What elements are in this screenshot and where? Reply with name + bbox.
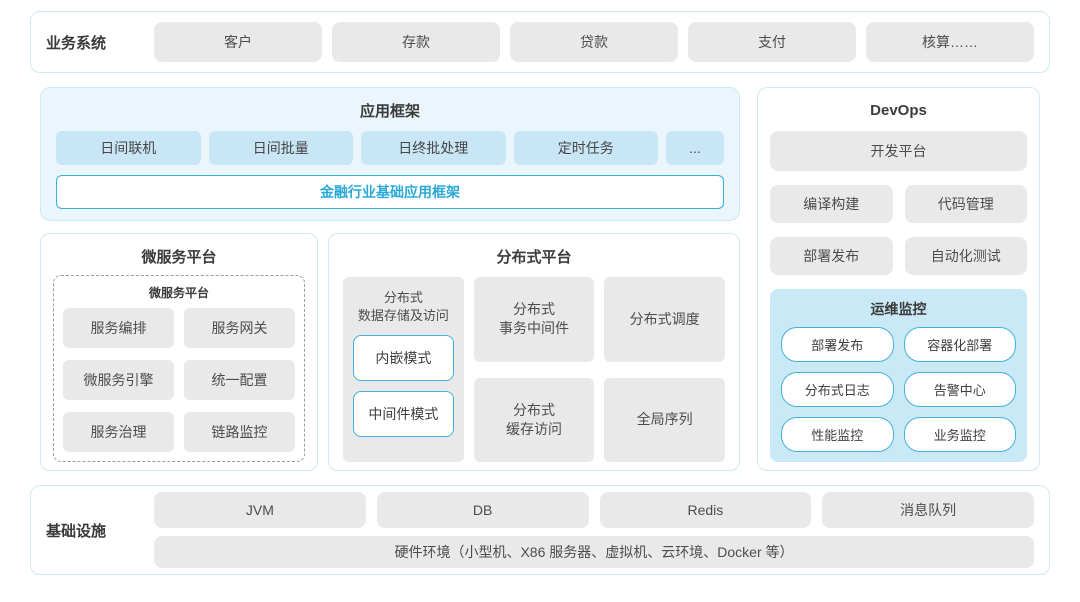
tool-deploy: 部署发布: [770, 237, 893, 275]
micro-item-engine: 微服务引擎: [63, 360, 174, 400]
dev-platform-box: 开发平台: [770, 131, 1027, 171]
monitor-alert-center: 告警中心: [903, 372, 1016, 407]
infra-mq: 消息队列: [822, 492, 1034, 528]
micro-item-tracing: 链路监控: [184, 412, 295, 452]
business-item-deposit: 存款: [332, 22, 500, 62]
storage-middleware-mode: 中间件模式: [353, 391, 454, 438]
infrastructure-label: 基础设施: [46, 522, 107, 540]
storage-title-line1: 分布式: [383, 290, 423, 305]
business-item-accounting: 核算……: [866, 22, 1034, 62]
distributed-panel: 分布式平台 分布式 数据存储及访问 内嵌模式 中间件模式 分布式 事务中间件 分…: [328, 233, 740, 471]
finance-base-framework: 金融行业基础应用框架: [56, 175, 724, 209]
distributed-grid: 分布式 数据存储及访问 内嵌模式 中间件模式 分布式 事务中间件 分布式调度 分…: [343, 277, 725, 462]
module-scheduled-task: 定时任务: [513, 131, 658, 165]
micro-item-orchestration: 服务编排: [63, 308, 174, 348]
business-systems-panel: 业务系统 客户 存款 贷款 支付 核算……: [30, 11, 1050, 73]
microservice-panel: 微服务平台 微服务平台 服务编排 服务网关 微服务引擎 统一配置 服务治理 链路…: [40, 233, 318, 471]
devops-title: DevOps: [870, 102, 927, 119]
infrastructure-row: JVM DB Redis 消息队列: [154, 492, 1034, 528]
platform-row: 微服务平台 微服务平台 服务编排 服务网关 微服务引擎 统一配置 服务治理 链路…: [40, 233, 740, 471]
monitor-deploy-release: 部署发布: [781, 327, 894, 362]
app-framework-modules: 日间联机 日间批量 日终批处理 定时任务 ...: [56, 131, 724, 165]
devops-panel: DevOps 开发平台 编译构建 代码管理 部署发布 自动化测试 运维监控 部署…: [757, 87, 1040, 471]
business-systems-label: 业务系统: [46, 34, 107, 52]
transaction-line2: 事务中间件: [498, 320, 569, 337]
distributed-sequence-cell: 全局序列: [604, 377, 725, 462]
devops-tools-grid: 编译构建 代码管理 部署发布 自动化测试: [770, 185, 1027, 275]
infra-redis: Redis: [599, 492, 812, 528]
tool-build: 编译构建: [770, 185, 893, 223]
micro-item-governance: 服务治理: [63, 412, 174, 452]
ops-monitoring-box: 运维监控 部署发布 容器化部署 分布式日志 告警中心 性能监控 业务监控: [770, 289, 1027, 462]
tool-code-mgmt: 代码管理: [904, 185, 1027, 223]
infra-jvm: JVM: [154, 492, 366, 528]
microservice-inner-title: 微服务平台: [148, 286, 209, 300]
hardware-environment: 硬件环境（小型机、X86 服务器、虚拟机、云环境、Docker 等）: [154, 536, 1034, 568]
business-systems-list: 客户 存款 贷款 支付 核算……: [154, 22, 1034, 62]
business-item-loan: 贷款: [510, 22, 678, 62]
micro-item-config: 统一配置: [184, 360, 295, 400]
business-item-customer: 客户: [154, 22, 322, 62]
module-eod-batch: 日终批处理: [361, 131, 506, 165]
ops-monitoring-grid: 部署发布 容器化部署 分布式日志 告警中心 性能监控 业务监控: [781, 327, 1016, 452]
infra-db: DB: [376, 492, 589, 528]
distributed-transaction-cell: 分布式 事务中间件: [473, 277, 595, 362]
tool-auto-test: 自动化测试: [904, 237, 1027, 275]
module-daytime-online: 日间联机: [56, 131, 201, 165]
middle-left-column: 应用框架 日间联机 日间批量 日终批处理 定时任务 ... 金融行业基础应用框架…: [40, 87, 740, 471]
infrastructure-content: JVM DB Redis 消息队列 硬件环境（小型机、X86 服务器、虚拟机、云…: [154, 492, 1034, 568]
distributed-cache-cell: 分布式 缓存访问: [473, 377, 595, 462]
app-framework-title: 应用框架: [359, 103, 420, 120]
micro-item-gateway: 服务网关: [184, 308, 295, 348]
cache-line1: 分布式: [512, 401, 555, 418]
transaction-line1: 分布式: [512, 301, 555, 318]
distributed-storage-cell: 分布式 数据存储及访问 内嵌模式 中间件模式: [343, 277, 464, 462]
module-daytime-batch: 日间批量: [208, 131, 353, 165]
microservice-grid: 服务编排 服务网关 微服务引擎 统一配置 服务治理 链路监控: [63, 308, 295, 452]
monitor-distributed-log: 分布式日志: [781, 372, 894, 407]
monitor-performance: 性能监控: [781, 417, 894, 452]
business-item-payment: 支付: [688, 22, 856, 62]
monitor-business: 业务监控: [903, 417, 1016, 452]
ops-monitoring-title: 运维监控: [870, 301, 927, 317]
distributed-title: 分布式平台: [496, 249, 572, 266]
storage-title-line2: 数据存储及访问: [357, 307, 449, 323]
middle-zone: 应用框架 日间联机 日间批量 日终批处理 定时任务 ... 金融行业基础应用框架…: [40, 87, 1040, 471]
cache-line2: 缓存访问: [505, 420, 562, 437]
app-framework-panel: 应用框架 日间联机 日间批量 日终批处理 定时任务 ... 金融行业基础应用框架: [40, 87, 740, 221]
monitor-container-deploy: 容器化部署: [903, 327, 1016, 362]
distributed-scheduler-cell: 分布式调度: [604, 277, 725, 362]
microservice-title: 微服务平台: [141, 249, 217, 266]
infrastructure-panel: 基础设施 JVM DB Redis 消息队列 硬件环境（小型机、X86 服务器、…: [30, 485, 1050, 575]
module-more: ...: [666, 131, 724, 165]
microservice-inner-box: 微服务平台 服务编排 服务网关 微服务引擎 统一配置 服务治理 链路监控: [53, 275, 305, 462]
storage-embedded-mode: 内嵌模式: [353, 335, 454, 382]
